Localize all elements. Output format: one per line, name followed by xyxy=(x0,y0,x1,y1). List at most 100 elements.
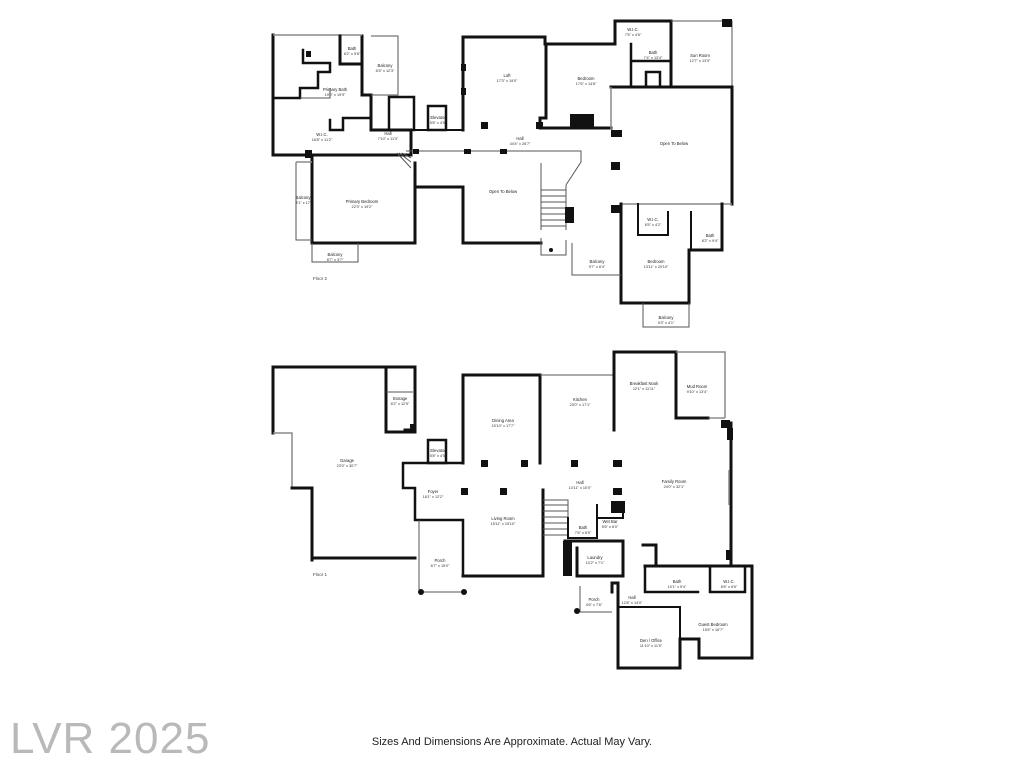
room-name: W.I.C. xyxy=(316,132,327,137)
room-wic-f2-c: W.I.C.6'5" x 4'2" xyxy=(645,217,662,227)
room-dimensions: 8'2" x 9'4" xyxy=(702,239,719,243)
room-name: Balcony xyxy=(590,259,606,264)
room-dimensions: 23'0" x 17'1" xyxy=(570,403,591,407)
room-name: Hall xyxy=(384,131,391,136)
room-name: Garage xyxy=(340,458,355,463)
room-dimensions: 15'6" x 16'7" xyxy=(703,628,724,632)
room-name: Open To Below xyxy=(660,141,689,146)
room-name: Storage xyxy=(393,396,408,401)
room-name: Dining Area xyxy=(492,418,514,423)
room-dimensions: 14'11" x 10'0" xyxy=(569,486,592,490)
room-name: Bath xyxy=(579,525,588,530)
room-name: Laundry xyxy=(587,555,603,560)
room-name: Mud Room xyxy=(687,384,708,389)
room-dimensions: 5'8" x 4'5" xyxy=(430,454,447,458)
room-name: Foyer xyxy=(428,489,439,494)
floor-2-label: Floor 2 xyxy=(313,276,328,281)
room-dimensions: 8'7" x 15'0" xyxy=(431,564,450,568)
room-name: Bedroom xyxy=(578,76,596,81)
room-dimensions: 17'3" x 19'0" xyxy=(497,79,518,83)
room-dimensions: 15'11" x 15'10" xyxy=(491,522,516,526)
room-dimensions: 12'1" x 11'11" xyxy=(633,387,656,391)
room-dimensions: 7'5" x 4'6" xyxy=(625,33,642,37)
room-name: Loft xyxy=(504,73,512,78)
room-name: Balcony xyxy=(328,252,344,257)
room-dimensions: 10'2" x 7'1" xyxy=(586,561,605,565)
room-name: Breakfast Nook xyxy=(630,381,660,386)
room-name: Kitchen xyxy=(573,397,588,402)
room-dimensions: 3'1" x 17' xyxy=(295,201,311,205)
room-name: Hall xyxy=(576,480,583,485)
room-dimensions: 15'10" x 17'7" xyxy=(492,424,516,428)
room-name: Porch xyxy=(435,558,447,563)
room-name: Hall xyxy=(516,136,523,141)
room-dimensions: 12'7" x 13'9" xyxy=(690,59,711,63)
room-name: Bath xyxy=(649,50,658,55)
room-dimensions: 44'4" x 26'7" xyxy=(510,142,531,146)
room-name: Guest Bedroom xyxy=(698,622,728,627)
room-name: Den / Office xyxy=(640,638,663,643)
room-name: Family Room xyxy=(662,479,687,484)
watermark: LVR 2025 xyxy=(10,714,211,763)
room-dimensions: 6'5" x 12'3" xyxy=(376,69,395,73)
floor-2-plan xyxy=(271,19,734,328)
room-dimensions: 7'6" x 6'5" xyxy=(575,531,592,535)
room-dimensions: 10'1" x 5'4" xyxy=(668,585,687,589)
room-name: Living Room xyxy=(491,516,515,521)
room-name: Balcony xyxy=(659,315,675,320)
floor-1-label: Floor 1 xyxy=(313,572,328,577)
room-dimensions: 24'0" x 32'1" xyxy=(664,485,685,489)
room-dimensions: 22'3" x 19'2" xyxy=(352,205,373,209)
room-dimensions: 7'4" x 13'4" xyxy=(644,56,663,60)
room-name: W.I.C. xyxy=(723,579,734,584)
room-dimensions: 16'1" x 12'2" xyxy=(423,495,444,499)
room-name: Bath xyxy=(673,579,682,584)
room-dimensions: 23'3" x 30'7" xyxy=(337,464,358,468)
room-wic-f1: W.I.C.6'8" x 6'6" xyxy=(721,579,738,589)
room-name: Primary Bedroom xyxy=(346,199,379,204)
room-dimensions: 13'11" x 20'10" xyxy=(644,265,669,269)
room-dimensions: 12'8" x 14'0" xyxy=(622,601,643,605)
room-dimensions: 9'7" x 6'4" xyxy=(589,265,606,269)
room-dimensions: 9'3" x 4'1" xyxy=(658,321,675,325)
room-name: Elevator xyxy=(430,115,446,120)
room-wic-f2-a: W.I.C.16'8" x 11'2" xyxy=(312,132,333,142)
room-name: Open To Below xyxy=(489,189,518,194)
room-dimensions: 5'6" x 6'0" xyxy=(602,525,619,529)
floor-1-plan xyxy=(271,350,754,670)
room-name: Wet Bar xyxy=(602,519,618,524)
room-name: Bedroom xyxy=(648,259,666,264)
